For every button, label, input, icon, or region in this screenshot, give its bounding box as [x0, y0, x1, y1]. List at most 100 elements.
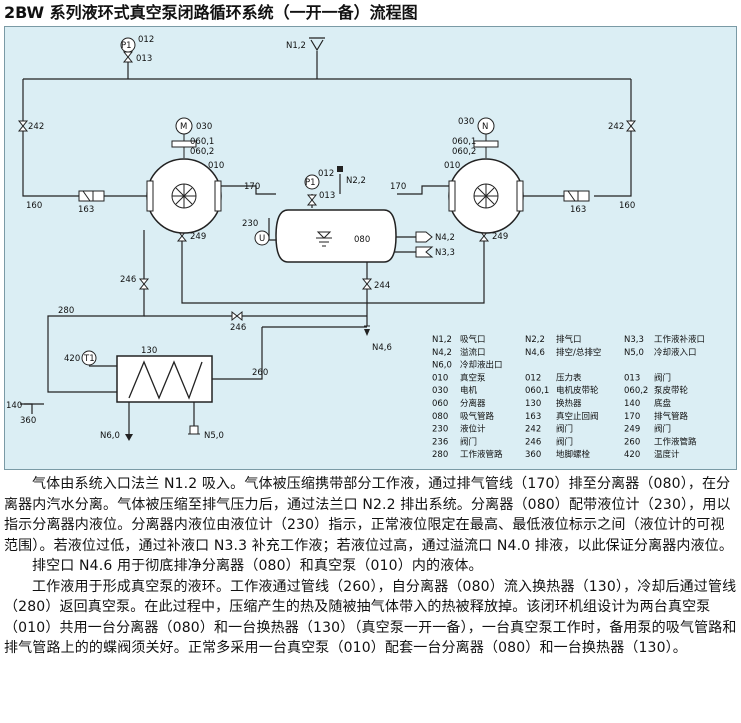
legend-cell: 工作液管路	[654, 436, 697, 447]
legend-cell: 080	[432, 412, 448, 422]
label-n: N	[482, 122, 488, 132]
legend-cell: 130	[525, 399, 541, 409]
label-170-left: 170	[244, 182, 260, 192]
legend-cell: 013	[624, 373, 640, 383]
label-242-left: 242	[28, 122, 44, 132]
legend-cell: 170	[624, 412, 640, 422]
legend-cell: 冷却液出口	[460, 360, 503, 371]
label-170-right: 170	[390, 182, 406, 192]
legend-cell: 163	[525, 412, 541, 422]
check-valve-163-right	[563, 190, 590, 202]
legend-cell: 工作液管路	[460, 449, 503, 460]
label-t1: T1	[83, 354, 95, 364]
legend-cell: 280	[432, 450, 448, 460]
legend-cell: 冷却液入口	[654, 347, 697, 358]
label-010-right: 010	[444, 161, 460, 171]
label-n46: N4,6	[372, 343, 392, 353]
legend-cell: N6,0	[432, 361, 452, 371]
label-080: 080	[354, 235, 370, 245]
legend-cell: N2,2	[525, 335, 545, 345]
legend-cell: 工作液补液口	[654, 334, 705, 345]
vacuum-pump-left	[146, 117, 222, 234]
label-280: 280	[58, 306, 74, 316]
label-140: 140	[6, 401, 22, 411]
label-360: 360	[20, 416, 36, 426]
legend-cell: N3,3	[624, 335, 644, 345]
level-gauge-230	[254, 230, 270, 246]
overflow-n42-marker	[415, 231, 433, 243]
legend-cell: 温度计	[654, 449, 680, 460]
legend-cell: N4,2	[432, 348, 452, 358]
label-130: 130	[141, 346, 157, 356]
legend-cell: 249	[624, 425, 640, 435]
label-420: 420	[64, 354, 80, 364]
label-013-left: 013	[136, 54, 152, 64]
label-n60: N6,0	[100, 431, 120, 441]
legend-cell: 060	[432, 399, 448, 409]
legend-cell: 阀门	[556, 436, 573, 447]
legend-cell: 排气口	[556, 334, 582, 345]
legend-cell: 压力表	[556, 372, 582, 383]
flow-diagram: P1 012 013 N1,2 242 242 160 163 160 163 …	[4, 26, 737, 470]
legend-cell: 液位计	[460, 424, 486, 435]
refill-n33-marker	[415, 246, 434, 258]
legend-cell: 360	[525, 450, 541, 460]
label-246-horizontal: 246	[230, 323, 246, 333]
inlet-n12-flange	[309, 37, 325, 52]
label-n33: N3,3	[435, 248, 455, 258]
pressure-gauge-left	[120, 37, 136, 53]
legend-cell: 420	[624, 450, 640, 460]
label-030-right: 030	[458, 117, 474, 127]
label-242-right: 242	[608, 122, 624, 132]
legend-cell: 排气管路	[654, 411, 689, 422]
label-230: 230	[242, 219, 258, 229]
outlet-n22	[337, 166, 343, 172]
label-n42: N4,2	[435, 233, 455, 243]
label-n50: N5,0	[204, 431, 224, 441]
label-249-left: 249	[190, 232, 206, 242]
label-n12: N1,2	[286, 41, 306, 51]
legend-cell: 地脚螺栓	[556, 449, 591, 460]
legend-cell: 排空/总排空	[556, 347, 601, 358]
paragraph-1: 气体由系统入口法兰 N1.2 吸入。气体被压缩携带部分工作液，通过排气管线（17…	[4, 476, 733, 554]
legend-cell: 换热器	[556, 398, 582, 409]
heat-exchanger-130	[116, 355, 213, 403]
legend-cell: 242	[525, 425, 541, 435]
paragraph-3: 工作液用于形成真空泵的液环。工作液通过管线（260），自分离器（080）流入换热…	[4, 578, 737, 657]
label-012-center: 012	[318, 169, 334, 179]
description-text: 气体由系统入口法兰 N1.2 吸入。气体被压缩携带部分工作液，通过排气管线（17…	[4, 474, 737, 720]
check-valve-163-left	[78, 190, 105, 202]
label-m: M	[180, 122, 187, 132]
label-0601-right: 060,1	[452, 137, 476, 147]
legend-cell: 底盘	[654, 398, 672, 409]
label-160-right: 160	[619, 201, 635, 211]
label-013-center: 013	[319, 191, 335, 201]
legend-cell: 012	[525, 373, 541, 383]
label-n22: N2,2	[346, 176, 366, 186]
label-249-right: 249	[492, 232, 508, 242]
label-163-right: 163	[570, 205, 586, 215]
drain-n46-marker	[364, 325, 370, 336]
thermometer-420	[81, 350, 97, 366]
legend-cell: 140	[624, 399, 640, 409]
legend-cell: N4,6	[525, 348, 545, 358]
legend-cell: 分离器	[460, 398, 486, 409]
legend-cell: 泵皮带轮	[654, 385, 689, 396]
legend-cell: 030	[432, 386, 448, 396]
label-010-left: 010	[208, 161, 224, 171]
legend-cell: 电机	[460, 385, 478, 396]
label-030-left: 030	[196, 122, 212, 132]
vacuum-pump-right	[448, 117, 524, 234]
label-0602-left: 060,2	[190, 147, 214, 157]
label-012-left: 012	[138, 35, 154, 45]
legend-cell: 阀门	[556, 424, 573, 435]
legend-cell: N1,2	[432, 335, 452, 345]
label-0601-left: 060,1	[190, 137, 214, 147]
legend-cell: 电机皮带轮	[556, 385, 599, 396]
legend-cell: 246	[525, 437, 541, 447]
label-244: 244	[374, 281, 390, 291]
paragraph-2: 排空口 N4.6 用于彻底排净分离器（080）和真空泵（010）内的液体。	[32, 558, 483, 574]
legend-cell: 260	[624, 437, 640, 447]
cooling-outlet-n60-marker	[125, 434, 133, 441]
